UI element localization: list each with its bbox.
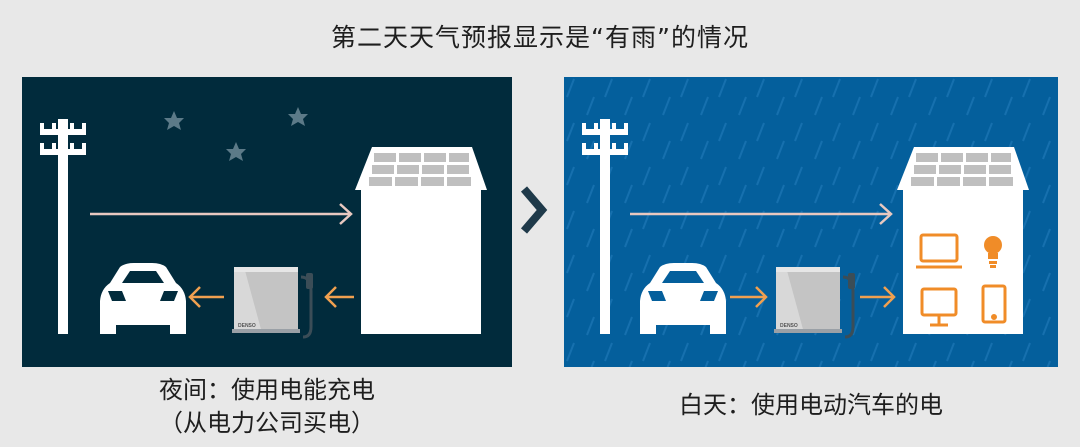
- tablet-icon: [981, 284, 1007, 324]
- night-panel: DENSO: [22, 77, 512, 367]
- utility-pole-icon: [40, 119, 86, 334]
- house-icon: [355, 147, 487, 334]
- utility-pole-icon: [582, 119, 628, 334]
- desktop-monitor-icon: [920, 287, 958, 327]
- night-charger-brand: DENSO: [238, 323, 256, 329]
- star-icon: [164, 111, 184, 130]
- electric-car-icon: [640, 263, 726, 334]
- night-caption: 夜间：使用电能充电 （从电力公司买电）: [22, 374, 512, 440]
- house-icon: [897, 147, 1029, 334]
- v2h-charger-icon: [774, 267, 855, 339]
- laptop-icon: [916, 233, 962, 269]
- day-scene: DENSO: [564, 77, 1058, 367]
- night-caption-line2: （从电力公司买电）: [159, 409, 375, 437]
- charger-to-car-arrow: [188, 286, 224, 308]
- car-to-charger-arrow: [730, 286, 768, 308]
- v2h-charger-icon: [232, 267, 313, 339]
- grid-to-house-arrow: [90, 203, 353, 225]
- electric-car-icon: [100, 263, 186, 334]
- lightbulb-icon: [984, 236, 1002, 268]
- day-caption: 白天：使用电动汽车的电: [679, 391, 943, 419]
- day-charger-brand: DENSO: [780, 323, 798, 329]
- transition-chevron-icon: [520, 186, 548, 234]
- night-scene: DENSO: [40, 107, 487, 339]
- star-icon: [288, 107, 308, 126]
- diagram-title: 第二天天气预报显示是“有雨”的情况: [331, 23, 749, 52]
- night-caption-line1: 夜间：使用电能充电: [159, 376, 375, 404]
- grid-to-house-arrow: [630, 203, 893, 225]
- house-to-charger-arrow: [324, 286, 354, 308]
- day-panel: DENSO: [564, 77, 1058, 367]
- star-icon: [226, 142, 246, 161]
- charger-to-house-arrow: [860, 286, 896, 308]
